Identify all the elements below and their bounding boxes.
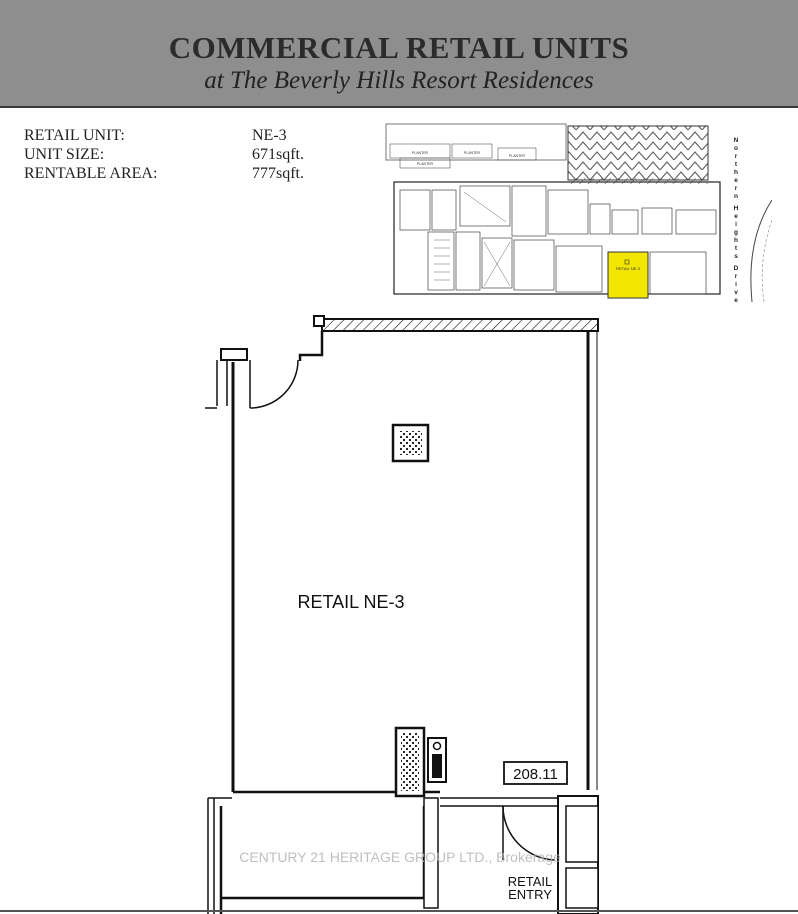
street-letter: t	[735, 161, 738, 168]
entry-label-line2: ENTRY	[508, 887, 552, 902]
key-plan-planter-label: PLANTER	[412, 151, 429, 155]
street-letter: o	[734, 145, 738, 152]
wall-corner-post	[313, 315, 325, 327]
street-letter: h	[734, 237, 738, 244]
key-plan-planter	[399, 157, 451, 169]
key-plan-road-curve	[761, 219, 772, 302]
pier	[423, 797, 439, 909]
key-plan-highlighted-unit-label: RETAIL NE-3	[616, 266, 641, 271]
key-plan-fixtures	[434, 191, 511, 287]
street-letter: i	[735, 281, 737, 288]
header-divider	[0, 106, 798, 108]
key-plan-rooms	[399, 185, 717, 295]
key-plan-highlighted-unit	[607, 251, 649, 299]
door-swing-arc	[249, 359, 299, 409]
meter-panel	[432, 754, 442, 778]
key-plan-street-name: N o r t h e r n H e i g h t s D r i v e	[734, 137, 739, 302]
key-plan-planter-label: PLANTER	[509, 154, 526, 158]
street-letter: v	[734, 289, 738, 296]
key-plan-planter-label: PLANTER	[464, 151, 481, 155]
key-plan-parking-ramp	[567, 125, 709, 181]
unit-size-label: UNIT SIZE:	[24, 146, 105, 163]
key-plan-road-curve	[750, 199, 772, 302]
street-letter: H	[734, 205, 739, 212]
key-plan-planter-label: PLANTER	[417, 162, 434, 166]
retail-unit-value: NE-3	[252, 127, 287, 144]
top-wall	[321, 318, 599, 332]
street-letter: s	[734, 253, 738, 260]
street-letter: n	[734, 193, 738, 200]
key-plan-planter-zone	[385, 123, 567, 161]
street-letter: e	[734, 177, 738, 184]
right-pier-inner	[565, 867, 599, 909]
door-jamb-post	[220, 348, 248, 361]
footer-divider	[0, 910, 798, 912]
elevation-tag	[503, 761, 568, 785]
key-plan-planter	[451, 143, 493, 159]
street-letter: h	[734, 169, 738, 176]
street-letter: i	[735, 221, 737, 228]
key-plan-map: PLANTER PLANTER PLANTER PLANTER RETAIL N…	[380, 120, 772, 302]
elevation-value: 208.11	[513, 766, 558, 783]
key-plan-planter	[497, 147, 537, 161]
column-fill	[399, 431, 422, 455]
street-letter: e	[734, 297, 738, 302]
wall-step	[298, 331, 324, 361]
rentable-area-label: RENTABLE AREA:	[24, 165, 158, 182]
entry-door-swing-arc	[502, 805, 556, 861]
unit-info-list: RETAIL UNIT: NE-3 UNIT SIZE: 671sqft. RE…	[24, 126, 354, 183]
unit-size-value: 671sqft.	[252, 146, 304, 163]
meter-icon	[432, 741, 442, 751]
unit-info-row: RENTABLE AREA: 777sqft.	[24, 164, 354, 183]
shaft-fill	[401, 733, 419, 791]
street-letter: r	[735, 153, 738, 160]
page-subtitle: at The Beverly Hills Resort Residences	[204, 67, 594, 94]
street-letter: r	[735, 273, 738, 280]
street-letter: g	[734, 229, 738, 236]
header-banner: COMMERCIAL RETAIL UNITS at The Beverly H…	[0, 0, 798, 106]
room-label: RETAIL NE-3	[297, 592, 404, 612]
watermark: CENTURY 21 HERITAGE GROUP LTD., Brokerag…	[239, 849, 561, 865]
key-plan-building-outline	[393, 181, 721, 295]
street-letter: e	[734, 213, 738, 220]
street-letter: t	[735, 245, 738, 252]
unit-info-row: UNIT SIZE: 671sqft.	[24, 145, 354, 164]
key-plan-column	[624, 259, 630, 265]
retail-unit-label: RETAIL UNIT:	[24, 127, 125, 144]
street-letter: N	[734, 137, 739, 144]
key-plan-wall	[568, 178, 708, 184]
entry-label-line1: RETAIL	[508, 874, 553, 889]
floor-plan: RETAIL NE-3 208.11 RETAIL ENTRY CENTURY …	[205, 315, 599, 914]
page-title: COMMERCIAL RETAIL UNITS	[168, 30, 630, 65]
rentable-area-value: 777sqft.	[252, 165, 304, 182]
street-letter: D	[734, 265, 739, 272]
street-letter: r	[735, 185, 738, 192]
unit-info-row: RETAIL UNIT: NE-3	[24, 126, 354, 145]
right-pier-inner	[565, 805, 599, 863]
